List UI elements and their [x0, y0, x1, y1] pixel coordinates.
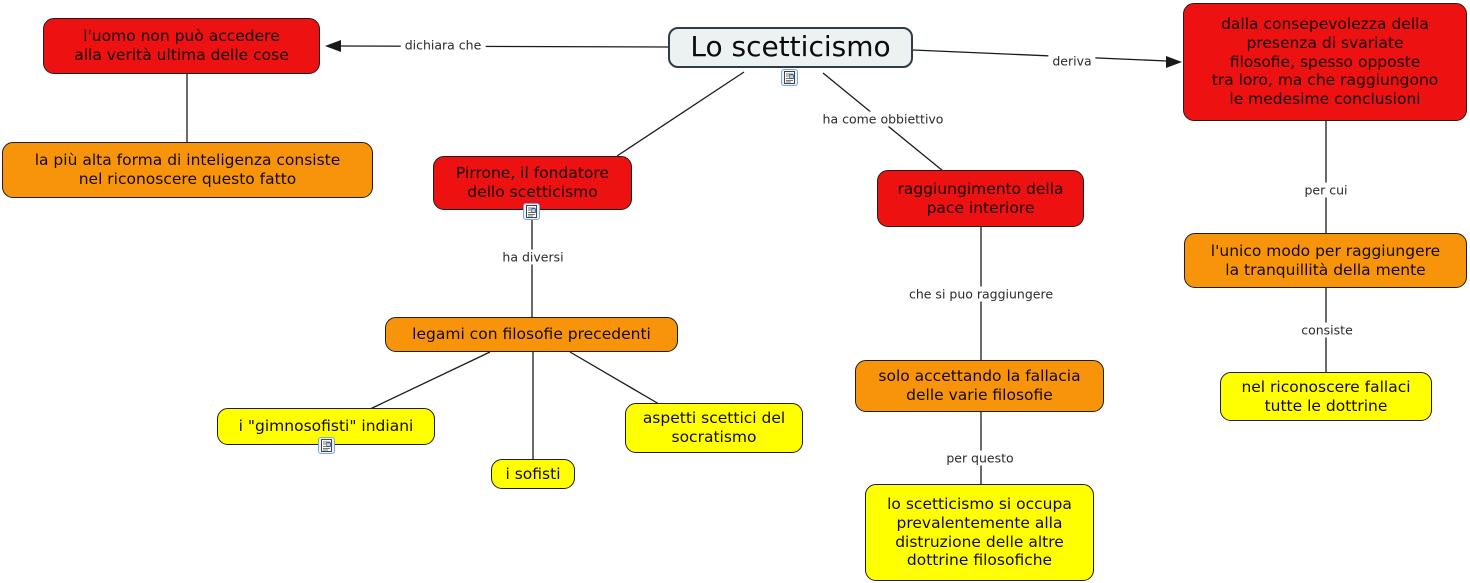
linking-phrase-per-questo[interactable]: per questo: [942, 450, 1018, 466]
connector-line: [569, 351, 660, 405]
concept-consapevolezza-svariate-filosofie[interactable]: dalla consepevolezza della presenza di s…: [1183, 3, 1467, 121]
linking-phrase-per-cui[interactable]: per cui: [1300, 182, 1352, 198]
linking-phrase-ha-diversi[interactable]: ha diversi: [498, 249, 568, 265]
linking-phrase-deriva[interactable]: deriva: [1048, 53, 1096, 69]
connector-line: [616, 71, 745, 157]
concept-piu-alta-forma-inteligenza[interactable]: la più alta forma di inteligenza consist…: [2, 142, 373, 198]
concept-gimnosofisti-indiani[interactable]: i "gimnosofisti" indiani: [217, 408, 435, 445]
concept-solo-accettando-fallacia[interactable]: solo accettando la fallacia delle varie …: [855, 360, 1104, 412]
concept-aspetti-scettici-socratismo[interactable]: aspetti scettici del socratismo: [625, 403, 803, 453]
concept-unico-modo-tranquillita[interactable]: l'unico modo per raggiungere la tranquil…: [1184, 233, 1467, 288]
concept-riconoscere-fallaci-dottrine[interactable]: nel riconoscere fallaci tutte le dottrin…: [1220, 372, 1432, 421]
linking-phrase-ha-come-obbiettivo[interactable]: ha come obbiettivo: [818, 111, 948, 127]
resource-document-icon[interactable]: [781, 69, 798, 86]
linking-phrase-che-si-puo-raggiungere[interactable]: che si puo raggiungere: [904, 286, 1058, 302]
resource-document-icon[interactable]: [523, 203, 540, 220]
linking-phrase-consiste[interactable]: consiste: [1297, 322, 1357, 338]
connector-line: [912, 49, 1168, 62]
resource-document-icon[interactable]: [318, 437, 335, 454]
concept-lo-scetticismo[interactable]: Lo scetticismo: [668, 27, 913, 68]
concept-legami-filosofie-precedenti[interactable]: legami con filosofie precedenti: [385, 317, 678, 352]
connector-line: [339, 45, 669, 48]
concept-uomo-non-puo-accedere[interactable]: l'uomo non può accedere alla verità ulti…: [43, 18, 320, 74]
concept-i-sofisti[interactable]: i sofisti: [491, 459, 575, 489]
connector-line: [367, 351, 491, 411]
concept-distruzione-altre-dottrine[interactable]: lo scetticismo si occupa prevalentemente…: [865, 484, 1094, 581]
concept-pirrone[interactable]: Pirrone, il fondatore dello scetticismo: [433, 156, 632, 210]
concept-raggiungimento-pace-interiore[interactable]: raggiungimento della pace interiore: [877, 170, 1084, 227]
arrowhead-right: [1166, 56, 1182, 68]
arrowhead-left: [325, 40, 341, 52]
linking-phrase-dichiara-che[interactable]: dichiara che: [400, 37, 486, 53]
